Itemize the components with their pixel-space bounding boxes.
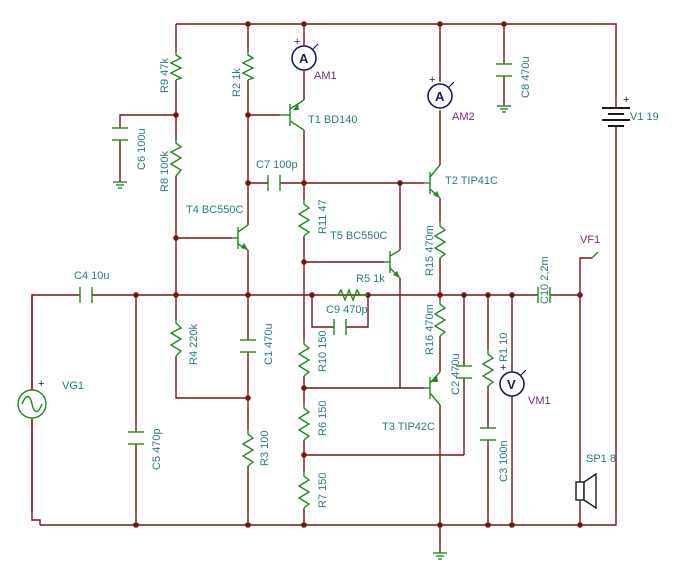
generator-plus: + [38, 378, 44, 390]
speaker-sp1 [575, 472, 597, 510]
label-r10: R10 150 [317, 330, 329, 372]
label-t1: T1 BD140 [308, 114, 358, 126]
label-r1: R1 10 [498, 333, 510, 362]
svg-text:+: + [500, 362, 506, 374]
label-t3: T3 TIP42C [382, 421, 435, 433]
capacitor-c7 [267, 175, 281, 191]
label-c3: C3 100n [498, 440, 510, 482]
ground-c6 [113, 181, 127, 189]
label-c7: C7 100p [256, 159, 298, 171]
svg-text:+: + [429, 74, 435, 86]
capacitor-c1 [240, 339, 256, 353]
label-v1: V1 19 [630, 111, 659, 123]
label-r16: R16 470m [424, 304, 436, 355]
probe-vf1 [591, 251, 599, 259]
signal-generator-vg1 [17, 295, 47, 419]
transistor-t2 [424, 164, 441, 199]
resistor-r7 [297, 472, 311, 509]
ground-main [433, 552, 447, 560]
label-r9: R9 47k [159, 58, 171, 93]
resistor-r15 [433, 222, 447, 259]
battery-v1 [602, 100, 630, 132]
label-c10: C10 2,2m [539, 256, 551, 304]
transistor-t3 [424, 371, 441, 406]
capacitor-c6 [112, 127, 128, 141]
label-c2: C2 470u [450, 353, 462, 395]
voltmeter-vm1-symbol: V [507, 377, 516, 392]
ammeter-am1-symbol: A [299, 51, 309, 66]
label-am2: AM2 [452, 111, 475, 123]
label-t2: T2 TIP41C [445, 175, 498, 187]
label-r4: R4 220k [188, 324, 200, 365]
ammeter-am2: A + [427, 74, 455, 109]
label-sp1: SP1 8 [586, 453, 616, 465]
label-vm1: VM1 [528, 395, 551, 407]
capacitor-c10 [537, 287, 551, 303]
ground-c8 [497, 105, 511, 113]
label-c4: C4 10u [74, 270, 109, 282]
resistor-r16 [433, 300, 447, 337]
battery-plus: + [623, 94, 629, 106]
resistor-r2 [241, 52, 255, 81]
label-t5: T5 BC550C [330, 230, 388, 242]
capacitor-c3 [480, 427, 496, 441]
transistor-t5 [384, 249, 401, 279]
transistor-t1 [280, 99, 305, 131]
transistors [232, 99, 441, 406]
label-r15: R15 470m [424, 225, 436, 276]
resistor-r6 [297, 404, 311, 441]
label-r7: R7 150 [317, 473, 329, 508]
labels: R9 47k R8 100k C6 100u R2 1k AM1 T1 BD14… [62, 56, 659, 508]
resistor-r11 [297, 200, 311, 237]
junctions [133, 21, 583, 528]
voltmeter-vm1: V + [499, 362, 527, 397]
transistor-t4 [232, 224, 249, 251]
label-r5: R5 1k [356, 273, 385, 285]
grounds [113, 105, 511, 560]
label-r6: R6 150 [317, 401, 329, 436]
capacitor-c9 [333, 319, 347, 335]
label-c9: C9 470p [326, 304, 368, 316]
resistor-r1 [481, 350, 495, 387]
capacitor-c2 [456, 365, 472, 379]
resistors [169, 52, 495, 509]
capacitor-c5 [128, 431, 144, 445]
svg-text:+: + [294, 36, 300, 48]
resistor-r5 [334, 288, 368, 302]
capacitor-c4 [79, 287, 93, 303]
label-t4: T4 BC550C [186, 204, 244, 216]
label-vf1: VF1 [580, 234, 600, 246]
label-r2: R2 1k [231, 68, 243, 97]
label-am1: AM1 [314, 70, 337, 82]
capacitors [79, 63, 551, 445]
label-r8: R8 100k [159, 151, 171, 192]
label-c5: C5 470p [151, 428, 163, 470]
resistor-r8 [169, 140, 183, 177]
label-r11: R11 47 [317, 199, 329, 234]
resistor-r3 [241, 430, 255, 467]
resistor-r9 [169, 52, 183, 81]
label-c8: C8 470u [520, 56, 532, 98]
label-vg1: VG1 [62, 380, 84, 392]
label-c1: C1 470u [263, 323, 275, 365]
resistor-r4 [169, 320, 183, 357]
ammeter-am2-symbol: A [435, 89, 445, 104]
label-c6: C6 100u [136, 128, 148, 170]
resistor-r10 [297, 340, 311, 377]
ammeter-am1: A + [291, 36, 319, 71]
label-r3: R3 100 [259, 431, 271, 466]
capacitor-c8 [496, 63, 512, 77]
